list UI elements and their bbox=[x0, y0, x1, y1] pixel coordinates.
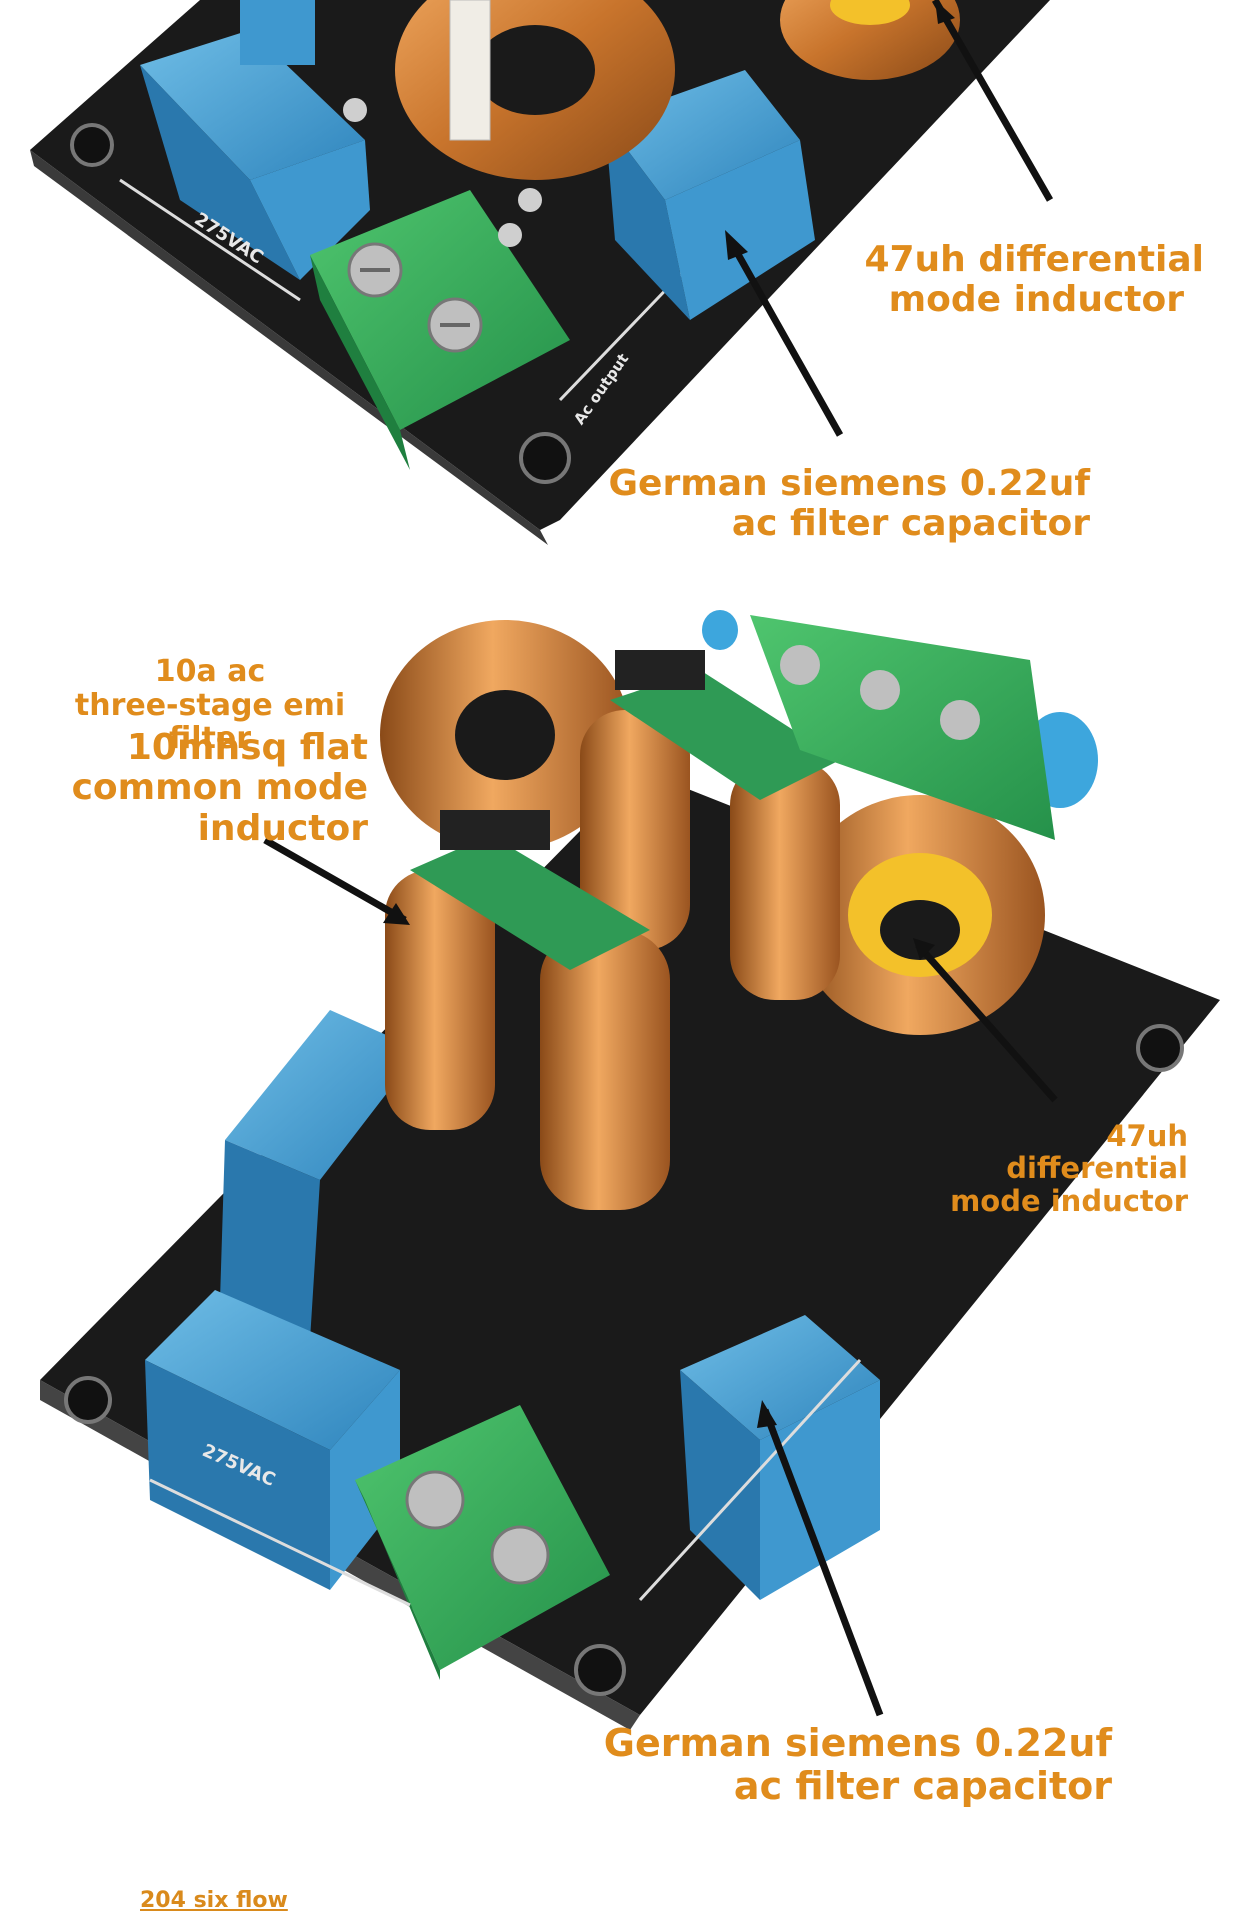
bottom-common-mode-arrow bbox=[263, 836, 407, 924]
top-inductor-label: 47uh differential mode inductor bbox=[864, 239, 1204, 321]
bottom-capacitor-arrow bbox=[761, 1408, 884, 1717]
bottom-mount-hole bbox=[574, 1644, 626, 1696]
top-capacitor-arrow bbox=[726, 238, 844, 437]
bottom-product-label: 10a ac three-stage emi filter bbox=[74, 654, 346, 757]
bottom-capacitor-label: German siemens 0.22uf ac filter capacito… bbox=[603, 1721, 1112, 1808]
top-capacitor-label: German siemens 0.22uf ac filter capacito… bbox=[608, 463, 1091, 545]
top-capacitor-right bbox=[605, 70, 815, 320]
bottom-terminal-block-front bbox=[355, 1405, 610, 1680]
top-mount-hole bbox=[70, 123, 114, 167]
bottom-common-mode-inductor-front bbox=[385, 810, 670, 1210]
top-terminal-block bbox=[310, 190, 570, 470]
top-product-photo: 275VAC Ac output 47uh differential mode … bbox=[0, 0, 1240, 600]
top-mount-hole bbox=[519, 432, 571, 484]
bottom-terminal-block-back bbox=[750, 615, 1055, 840]
bottom-pcb-illustration bbox=[40, 610, 1220, 1730]
top-pcb-illustration bbox=[30, 0, 1054, 545]
footer-tag: 204 six flow bbox=[140, 1888, 288, 1913]
bottom-capacitor-left-back bbox=[220, 1010, 420, 1340]
bottom-inductor-label: 47uh differential mode inductor bbox=[950, 1119, 1188, 1218]
top-capacitor-left bbox=[140, 30, 370, 280]
bottom-toroid-inductor-back bbox=[380, 620, 630, 850]
bottom-common-mode-inductor-back bbox=[580, 650, 840, 1000]
bottom-small-capacitor bbox=[702, 610, 738, 650]
bottom-common-mode-label: 10mhsq flat common mode inductor bbox=[71, 727, 368, 849]
bottom-mount-hole bbox=[64, 1376, 112, 1424]
top-inductor-arrow bbox=[931, 0, 1054, 202]
top-toroid-inductor-right bbox=[780, 0, 960, 80]
bottom-product-photo: 275VAC 10a ac three-stage emi filter 10m… bbox=[0, 600, 1240, 1920]
top-capacitor-back bbox=[240, 0, 315, 65]
bottom-inductor-arrow bbox=[915, 942, 1058, 1103]
bottom-toroid-inductor-right bbox=[795, 795, 1045, 1035]
bottom-mount-hole bbox=[1136, 1024, 1184, 1072]
